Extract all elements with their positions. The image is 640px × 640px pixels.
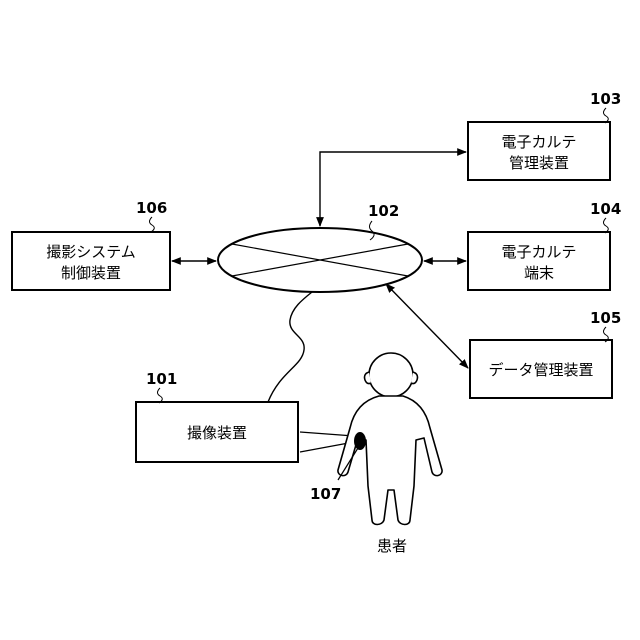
box-105: データ管理装置 — [470, 340, 612, 398]
patient-label: 患者 — [377, 537, 407, 555]
box-106-line2: 制御装置 — [61, 264, 121, 282]
view-line-upper — [300, 432, 354, 436]
box-106-line1: 撮影システム — [46, 243, 136, 261]
box-105-line1: データ管理装置 — [488, 361, 593, 379]
leader-104 — [604, 218, 609, 233]
wireless-link-101-102 — [268, 292, 312, 402]
leader-103 — [604, 108, 609, 123]
affected-area-107 — [354, 432, 366, 450]
leader-106 — [150, 217, 155, 232]
box-103: 電子カルテ 管理装置 — [468, 122, 610, 180]
patient-figure — [338, 353, 442, 525]
box-101-line1: 撮像装置 — [187, 424, 247, 442]
box-101: 撮像装置 — [136, 402, 298, 462]
ref-107: 107 — [310, 485, 341, 503]
box-104: 電子カルテ 端末 — [468, 232, 610, 290]
patient-head — [369, 353, 413, 397]
network-node-102 — [218, 228, 422, 292]
box-104-line2: 端末 — [524, 264, 554, 282]
ref-102: 102 — [368, 202, 399, 220]
ref-103: 103 — [590, 90, 621, 108]
ref-105: 105 — [590, 309, 621, 327]
box-106: 撮影システム 制御装置 — [12, 232, 170, 290]
ref-104: 104 — [590, 200, 621, 218]
box-103-line2: 管理装置 — [509, 154, 569, 172]
box-104-line1: 電子カルテ — [501, 243, 576, 261]
ref-106: 106 — [136, 199, 167, 217]
leader-101 — [158, 388, 163, 403]
ref-101: 101 — [146, 370, 177, 388]
box-103-line1: 電子カルテ — [501, 133, 576, 151]
patient-body — [338, 396, 442, 525]
